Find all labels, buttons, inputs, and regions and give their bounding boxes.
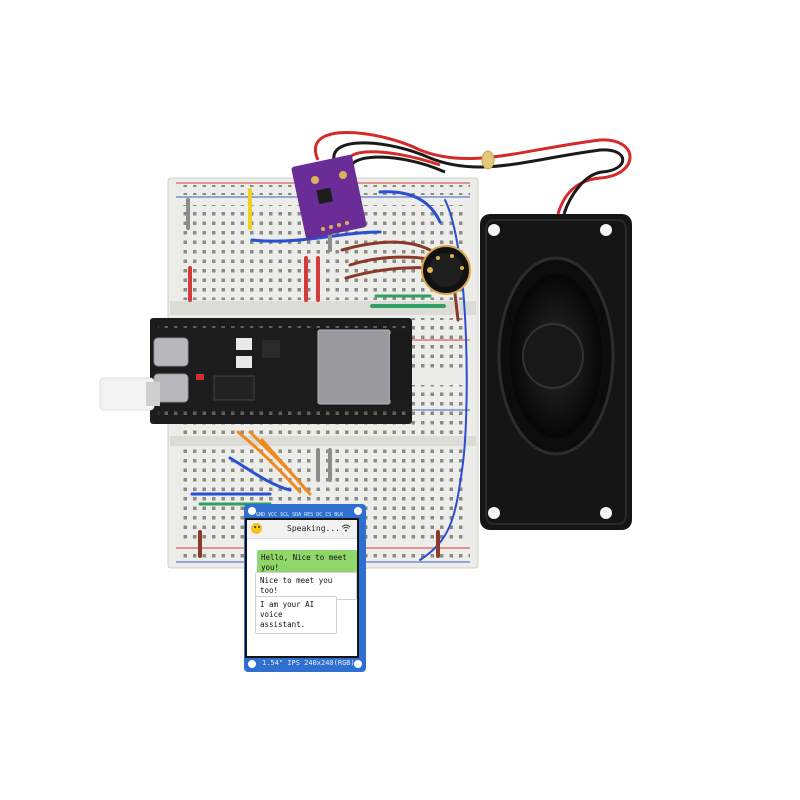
chat-bubble-assistant: I am your AI voice assistant. xyxy=(255,596,337,634)
esp32-board xyxy=(150,318,412,424)
smiley-face-icon xyxy=(251,523,262,534)
lcd-status-text: Speaking... xyxy=(287,524,340,533)
lcd-model-label: 1.54" IPS 240x240(RGB) xyxy=(262,659,355,667)
lcd-status-bar: Speaking... xyxy=(247,520,357,539)
speaker xyxy=(480,214,632,530)
lcd-pin-label: GND VCC SCL SDA RES DC CS BLK xyxy=(256,512,344,518)
usb-cable xyxy=(99,377,160,411)
microphone-module xyxy=(421,245,471,295)
chat-bubble-user: Hello, Nice to meet you! xyxy=(257,550,357,576)
lcd-screen: Speaking... Hello, Nice to meet you! Nic… xyxy=(247,520,357,656)
amp-board xyxy=(291,154,367,240)
wifi-icon xyxy=(341,524,351,532)
